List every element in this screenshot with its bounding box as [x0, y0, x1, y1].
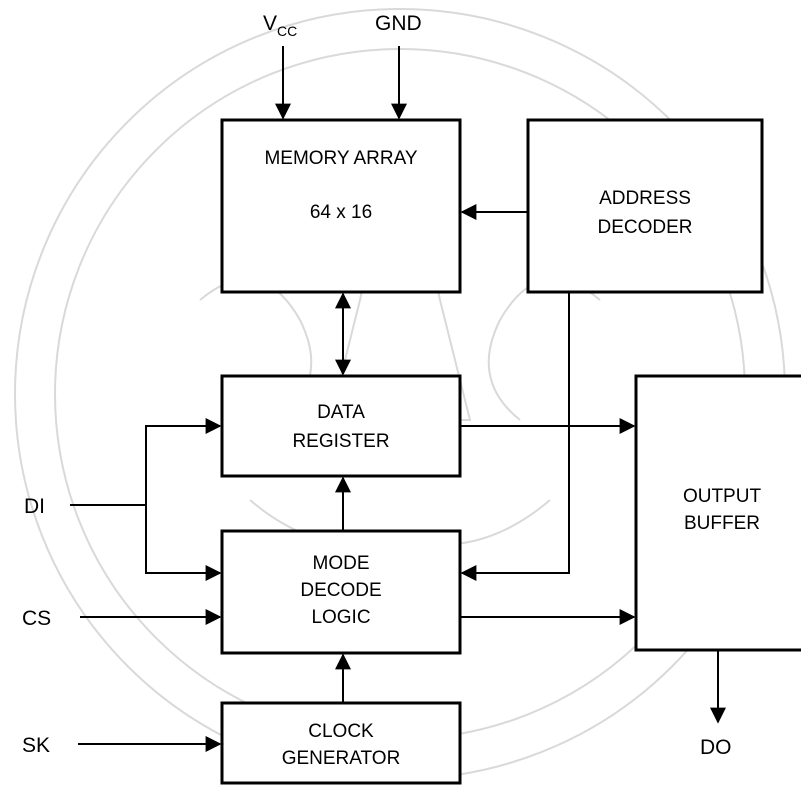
data-register-label-1: DATA — [317, 402, 365, 423]
memory-array-size: 64 x 16 — [310, 202, 372, 223]
output-buffer-label-2: BUFFER — [684, 513, 760, 534]
gnd-pin-label: GND — [375, 12, 422, 35]
di-pin-label: DI — [24, 495, 45, 518]
cs-pin-label: CS — [22, 607, 51, 630]
clock-generator-label-2: GENERATOR — [282, 748, 401, 769]
vcc-pin-label: VCC — [263, 12, 297, 39]
sk-pin-label: SK — [22, 734, 50, 757]
di-to-data-register-arrow — [146, 426, 220, 505]
memory-array-label: MEMORY ARRAY — [264, 148, 417, 169]
clock-generator-label-1: CLOCK — [308, 721, 374, 742]
data-register-label-2: REGISTER — [292, 431, 389, 452]
address-decoder-label-1: ADDRESS — [599, 188, 691, 209]
mode-decode-label-2: DECODE — [300, 580, 381, 601]
mode-decode-label-1: MODE — [313, 553, 370, 574]
clock-generator-block — [222, 703, 460, 783]
data-register-block — [222, 376, 460, 476]
do-pin-label: DO — [700, 736, 732, 759]
di-to-mode-decode-arrow — [146, 505, 220, 573]
output-buffer-label-1: OUTPUT — [683, 486, 762, 507]
address-to-mode-line — [462, 292, 569, 573]
address-decoder-label-2: DECODER — [597, 217, 692, 238]
mode-decode-label-3: LOGIC — [311, 607, 370, 628]
